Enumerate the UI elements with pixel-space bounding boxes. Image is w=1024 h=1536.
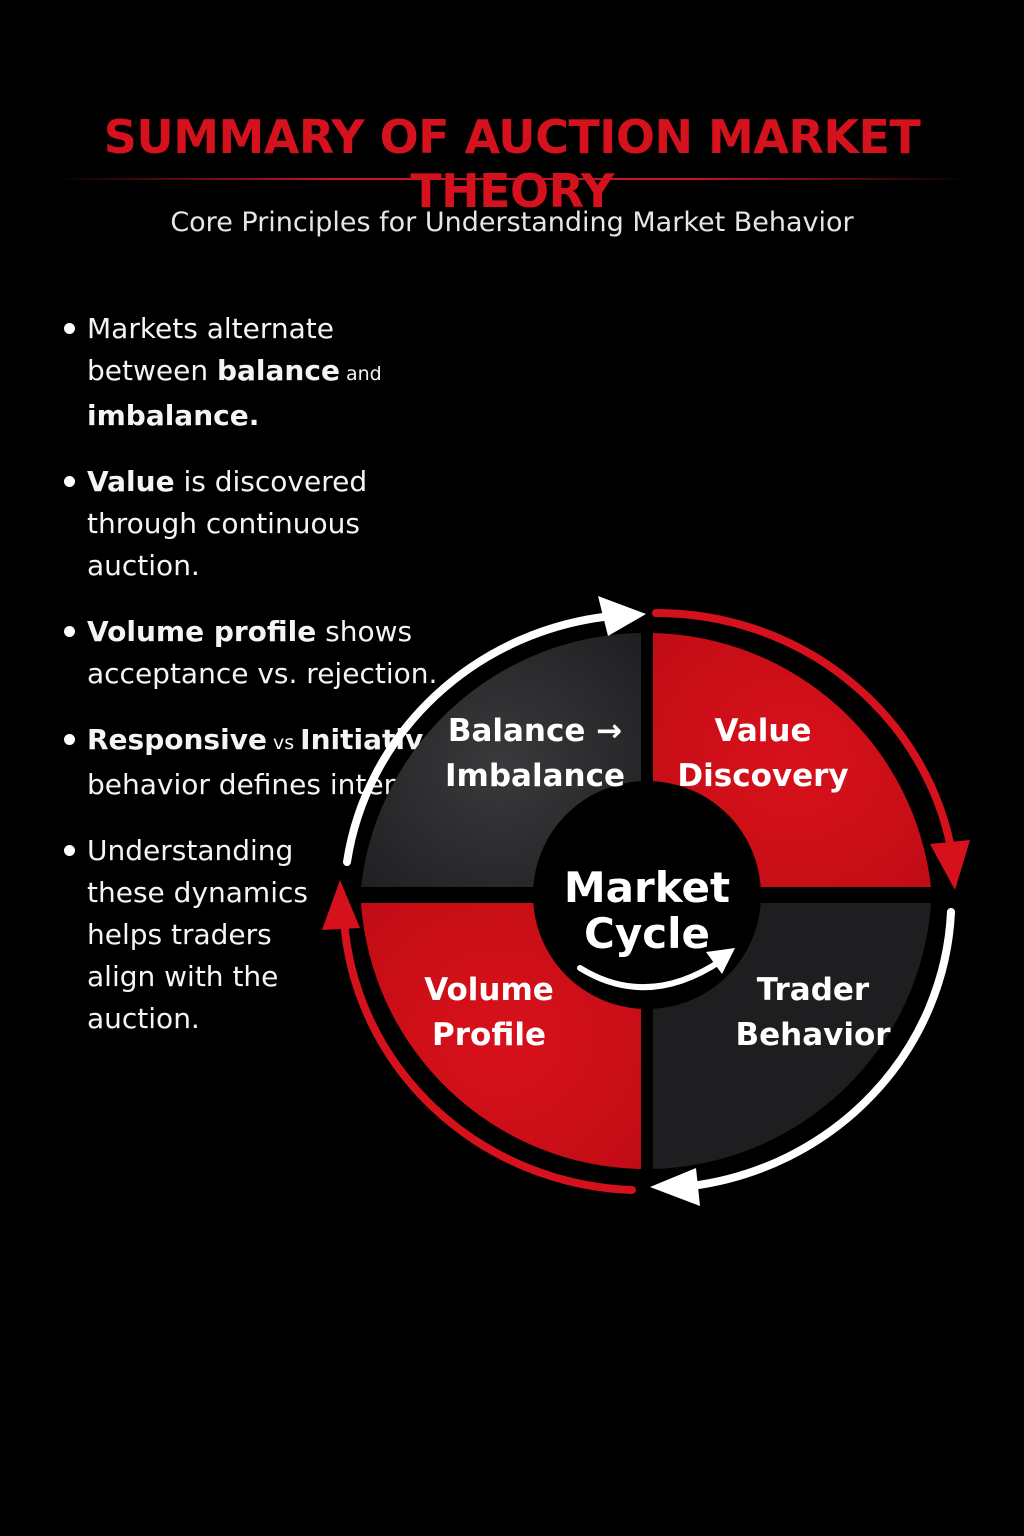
label-trader-behavior-1: Trader (757, 972, 870, 1008)
principles-list: Markets alternate between balance and im… (60, 308, 460, 1064)
principle-item: Volume profile shows acceptance vs. reje… (60, 611, 460, 695)
label-trader-behavior-2: Behavior (735, 1017, 891, 1053)
principle-item: Markets alternate between balance and im… (60, 308, 460, 437)
cycle-arrow-top-right (652, 608, 955, 852)
principle-text: vs (266, 732, 301, 754)
principle-item: Understanding these dynamics helps trade… (60, 830, 317, 1040)
principle-keyword: Responsive (87, 723, 267, 756)
page-title: SUMMARY OF AUCTION MARKET THEORY (103, 110, 921, 218)
label-volume-profile-2: Profile (432, 1017, 546, 1053)
arrowhead-bottom-left-icon (322, 880, 360, 930)
principle-text: Markets alternate between (87, 312, 335, 387)
center-hub-arrowhead-icon (706, 948, 735, 974)
principle-text: shows acceptance vs. rejection. (87, 615, 438, 690)
arrowhead-top-left-icon (598, 596, 646, 636)
center-hub-arrow (577, 957, 725, 991)
title-divider (50, 178, 974, 180)
cycle-arrow-bottom-right (688, 908, 955, 1190)
label-balance-imbalance-2: Imbalance (445, 758, 625, 794)
page-subtitle: Core Principles for Understanding Market… (170, 207, 854, 238)
center-label-1: Market (564, 863, 730, 912)
arrowhead-top-right-icon (930, 840, 970, 890)
cycle-arrow-top-left (343, 612, 616, 866)
principle-keyword: imbalance. (87, 399, 260, 432)
center-label-2: Cycle (584, 909, 710, 958)
center-hub (533, 781, 761, 1009)
principle-keyword: balance (216, 354, 340, 387)
principle-keyword: Volume profile (87, 615, 317, 648)
label-value-discovery-1: Value (715, 713, 812, 749)
label-balance-imbalance-1: Balance → (448, 713, 622, 749)
market-cycle-diagram: Balance → Imbalance Value Discovery Volu… (322, 596, 970, 1206)
arrowhead-bottom-right-icon (650, 1168, 700, 1206)
principle-text: and (339, 363, 382, 385)
label-value-discovery-2: Discovery (677, 758, 848, 794)
cycle-arrow-bottom-left (340, 916, 636, 1194)
principle-text: Understanding these dynamics helps trade… (87, 834, 308, 1035)
principle-keyword: Value (87, 465, 175, 498)
label-volume-profile-1: Volume (424, 972, 554, 1008)
principle-item: Value is discovered through continuous a… (60, 461, 460, 587)
principle-text: is discovered through continuous auction… (87, 465, 368, 582)
